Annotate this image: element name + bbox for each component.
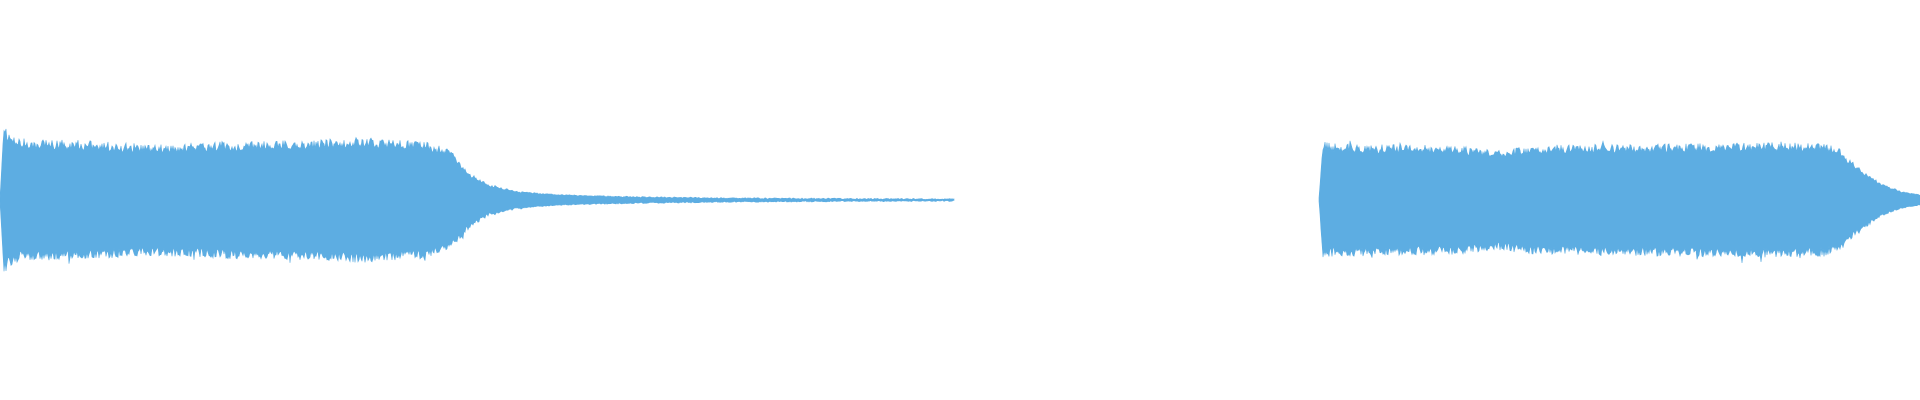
waveform-clip-2[interactable] bbox=[1318, 140, 1920, 263]
waveform-clip-1[interactable] bbox=[0, 128, 955, 272]
waveform-layer bbox=[0, 128, 1920, 272]
